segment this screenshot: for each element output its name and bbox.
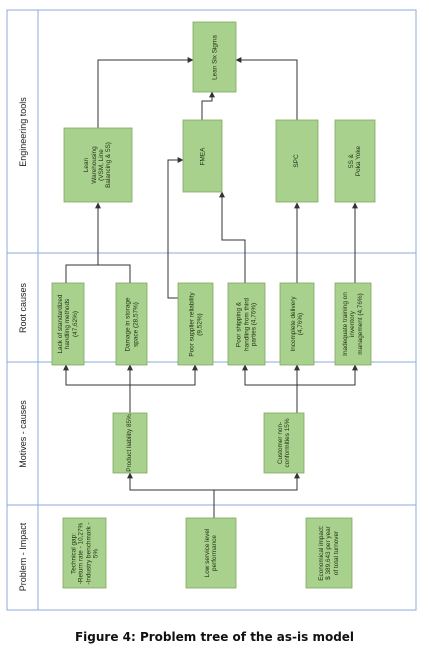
connector-spc-to-lss	[235, 57, 298, 120]
connector-lack-to-lean-warehousing	[65, 202, 101, 283]
connector-shipping-to-fmea	[219, 191, 246, 283]
box-lean-six-sigma	[192, 21, 237, 93]
figure-caption: Figure 4: Problem tree of the as-is mode…	[74, 630, 355, 644]
connector-damage-to-lean-warehousing	[98, 264, 131, 283]
box-product-liability	[112, 412, 148, 474]
connector-customer-to-training	[296, 364, 358, 413]
connector-product-liability-to-supplier	[129, 364, 198, 413]
problem-tree-figure: Engineering tools Root causes Motives - …	[6, 9, 417, 611]
connector-supplier-to-fmea	[167, 157, 184, 299]
box-damage-storage	[115, 282, 148, 366]
box-customer-nonconf	[263, 412, 305, 474]
connector-low-service-to-product-liability	[127, 472, 215, 518]
box-low-service	[185, 517, 237, 589]
box-lean-warehousing	[63, 127, 133, 203]
box-poor-shipping	[227, 282, 266, 366]
connector-customer-to-shipping	[242, 364, 298, 413]
box-lack-standardized	[51, 282, 85, 366]
box-incomplete-delivery	[279, 282, 315, 366]
box-technical-gap	[62, 517, 107, 589]
box-inadequate-training	[334, 282, 372, 366]
connector-fmea-to-lss	[201, 91, 215, 120]
problem-tree-diagram	[6, 9, 417, 611]
band-frame	[6, 9, 417, 611]
connector-low-service-to-customer-nonconf	[213, 472, 300, 518]
connector-product-liability-to-lack	[63, 364, 131, 413]
box-5s-poka-yoke	[334, 119, 376, 203]
box-spc	[275, 119, 319, 203]
box-fmea	[182, 119, 223, 193]
box-economical-impact	[305, 517, 353, 589]
box-poor-supplier	[177, 282, 214, 366]
connector-lean-warehousing-to-lss	[97, 57, 194, 128]
